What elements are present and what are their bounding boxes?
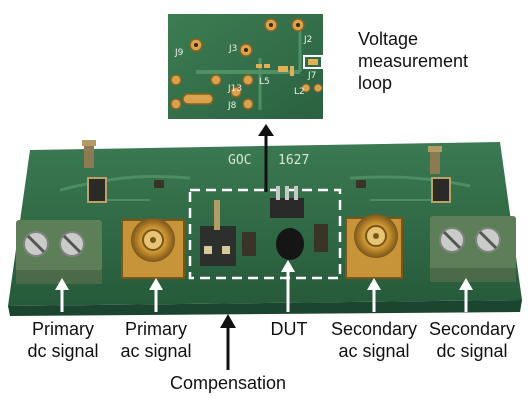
inductor-right bbox=[431, 177, 451, 203]
terminal-block-right bbox=[430, 216, 516, 282]
compensation-components bbox=[200, 200, 256, 266]
silk-l5: L5 bbox=[259, 77, 270, 87]
voltage-loop-label: Voltage measurement loop bbox=[358, 29, 469, 93]
sma-connector-right bbox=[345, 214, 403, 279]
compensation-dut-box bbox=[188, 188, 342, 280]
silk-j8: J8 bbox=[227, 101, 237, 111]
label-secondary-ac: Secondary ac signal bbox=[330, 319, 418, 361]
annotation-arrows bbox=[55, 55, 473, 370]
board-number: 1627 bbox=[278, 153, 309, 168]
board-code: GOC bbox=[228, 153, 251, 168]
main-board-photo: GOC 1627 bbox=[8, 140, 522, 316]
label-primary-ac: Primary ac signal bbox=[120, 319, 192, 361]
post-left bbox=[84, 142, 94, 168]
silk-j7: J7 bbox=[307, 71, 316, 81]
label-secondary-dc: Secondary dc signal bbox=[428, 319, 516, 361]
pad-left-low bbox=[170, 74, 182, 86]
post-right bbox=[430, 148, 440, 174]
silk-j9: J9 bbox=[174, 48, 184, 58]
label-compensation: Compensation bbox=[169, 373, 287, 393]
label-primary-dc: Primary dc signal bbox=[27, 319, 99, 361]
dut-component bbox=[270, 186, 328, 260]
sma-connector-left bbox=[121, 218, 185, 279]
label-dut: DUT bbox=[270, 319, 308, 339]
terminal-block-left bbox=[16, 220, 102, 284]
silk-j3: J3 bbox=[228, 44, 237, 54]
silk-l2: L2 bbox=[294, 87, 305, 97]
inset-closeup-photo: J9 J3 J2 J13 L5 J8 L2 J7 bbox=[168, 14, 323, 119]
silk-j2: J2 bbox=[303, 35, 312, 45]
inductor-left bbox=[87, 177, 107, 203]
silk-j13: J13 bbox=[227, 84, 242, 94]
